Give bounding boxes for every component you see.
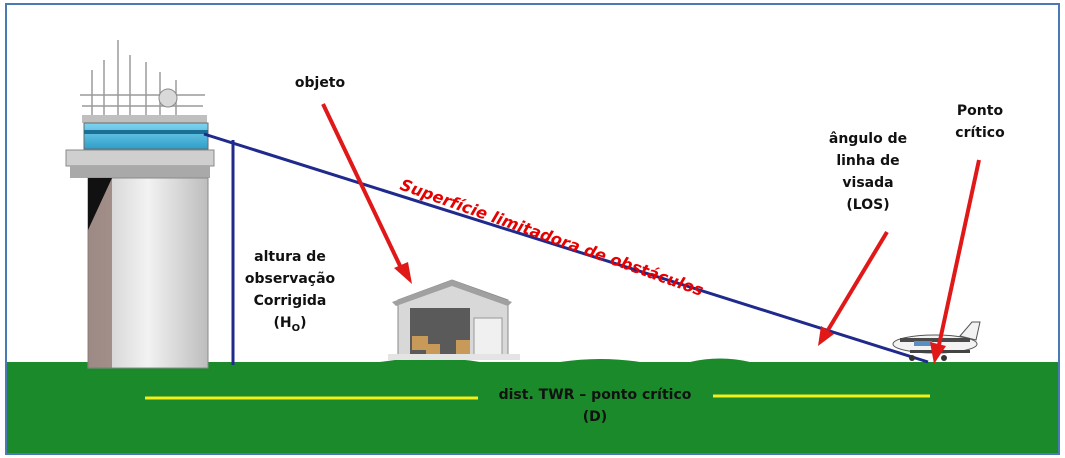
object-label: objeto <box>294 75 346 91</box>
height-symbol: (HO) <box>273 315 307 334</box>
hangar-icon <box>388 279 520 360</box>
control-tower-icon <box>65 40 215 369</box>
object-arrow <box>321 103 412 284</box>
distance-label: dist. TWR – ponto crítico (D) <box>498 387 692 425</box>
ground <box>7 362 1058 453</box>
aircraft-icon <box>892 321 981 361</box>
critical-point-arrow <box>930 159 981 364</box>
ground-bumps <box>380 358 750 362</box>
los-angle-label: ângulo de linha de visada (LOS) <box>828 131 908 213</box>
los-angle-arrow <box>818 230 889 346</box>
height-label: altura de observação Corrigida (HO) <box>230 246 350 340</box>
critical-point-label: Ponto crítico <box>955 103 1005 141</box>
sight-line <box>203 132 929 364</box>
